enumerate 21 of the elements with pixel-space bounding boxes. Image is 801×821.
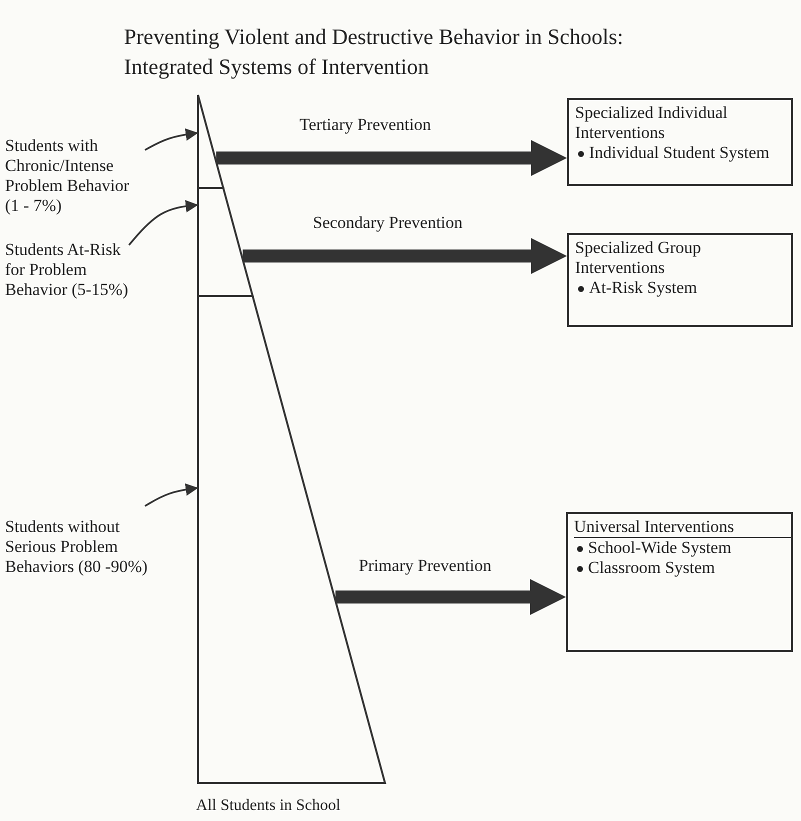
intervention-box [566, 512, 793, 652]
bullet-text: Classroom System [588, 558, 716, 577]
leader-arrow [144, 128, 198, 151]
box-heading: Universal Interventions [574, 517, 791, 538]
box-heading: Specialized Group Interventions [575, 238, 702, 278]
block-arrow [216, 140, 567, 176]
box-heading: Specialized Individual Interventions [575, 103, 728, 143]
group-label: Students with Chronic/Intense Problem Behavior (1 - 7%) [5, 136, 130, 216]
bullet-text: At-Risk System [589, 278, 698, 297]
bullet-text: Individual Student System [589, 143, 770, 162]
bullet-text: School-Wide System [588, 538, 732, 557]
group-label: Students without Serious Problem Behaviors (80 -90%) [5, 517, 149, 577]
block-arrow [335, 579, 566, 615]
leader-arrow [144, 483, 198, 507]
leader-arrow [128, 200, 198, 246]
title: Preventing Violent and Destructive Behavior in Schools: Integrated Systems of Intervention [124, 23, 624, 81]
block-arrow [242, 238, 567, 274]
intervention-box [567, 98, 793, 186]
intervention-box [567, 233, 793, 327]
pyramid-caption: All Students in School [196, 797, 340, 815]
group-label: Students At-Risk for Problem Behavior (5-15%) [5, 240, 130, 300]
